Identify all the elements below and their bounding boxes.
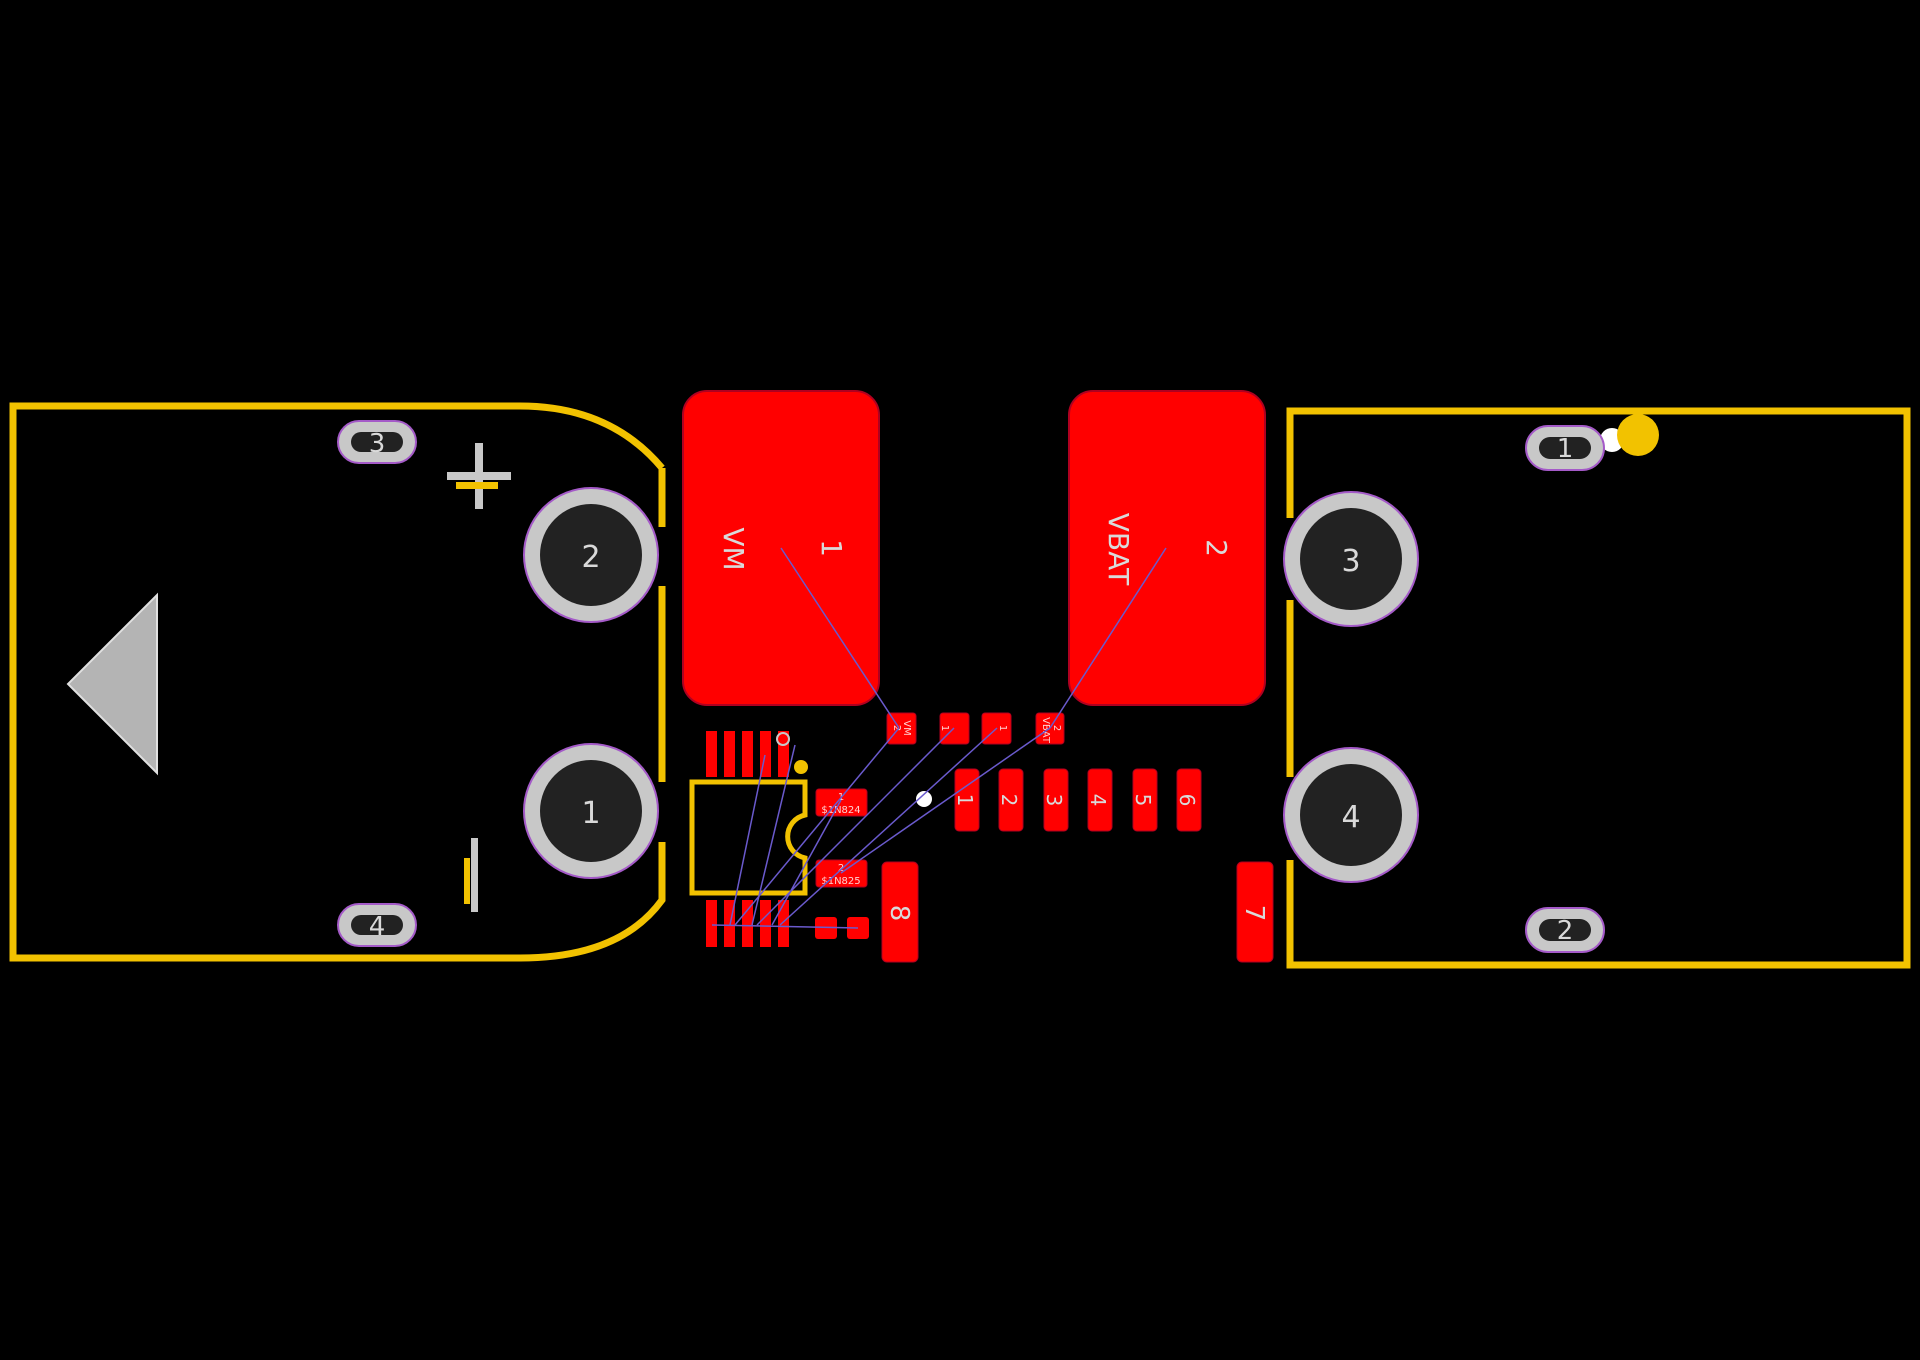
small-pad-b-number: 1 [997, 725, 1008, 731]
header-pin-1[interactable]: 1 [953, 768, 980, 832]
right-connector: 3 4 1 2 [1283, 407, 1911, 969]
left-slot-lower-label: 4 [369, 912, 386, 942]
header-pin-4-label: 4 [1086, 794, 1110, 807]
header-pin-5-label: 5 [1131, 794, 1155, 807]
right-slot-lower[interactable]: 2 [1525, 907, 1605, 953]
big-pad-vbat[interactable]: VBAT 2 [1068, 390, 1266, 706]
header-pin-2-label: 2 [997, 794, 1021, 807]
right-through-hole-upper-label: 3 [1341, 544, 1360, 579]
side-pad-8[interactable]: 8 [881, 861, 919, 963]
right-slot-upper[interactable]: 1 [1525, 425, 1605, 471]
left-through-hole-lower[interactable]: 1 [523, 743, 659, 879]
header-pin-4[interactable]: 4 [1086, 768, 1113, 832]
left-through-hole-upper-label: 2 [581, 540, 600, 575]
via[interactable] [916, 791, 932, 807]
small-pad-vbat-number: 2 [1051, 725, 1062, 731]
side-pad-7-label: 7 [1239, 905, 1269, 922]
insert-arrow-icon [66, 592, 158, 776]
ratsnest [711, 547, 1167, 929]
side-pad-7[interactable]: 7 [1236, 861, 1274, 963]
small-pad-vm-net: VM [901, 720, 912, 735]
header-pin-3[interactable]: 3 [1042, 768, 1069, 832]
ic-footprint [689, 731, 808, 947]
left-slot-upper[interactable]: 3 [337, 420, 417, 464]
header-pin-6[interactable]: 6 [1175, 768, 1202, 832]
plus-marker [447, 443, 511, 509]
header-pin-3-label: 3 [1042, 794, 1066, 807]
header-pin-6-label: 6 [1175, 794, 1199, 807]
pin1-marker [1600, 414, 1659, 456]
header-pin-2[interactable]: 2 [997, 768, 1024, 832]
right-through-hole-lower[interactable]: 4 [1283, 747, 1419, 883]
left-slot-upper-label: 3 [369, 429, 386, 459]
left-connector-outline [9, 402, 666, 962]
big-pad-vbat-number-label: 2 [1200, 539, 1233, 557]
big-pad-vbat-net-label: VBAT [1102, 513, 1135, 586]
left-slot-lower[interactable]: 4 [337, 903, 417, 947]
left-through-hole-upper[interactable]: 2 [523, 487, 659, 623]
right-slot-upper-label: 1 [1557, 434, 1574, 464]
resistor-pad-2-net: $1N825 [821, 876, 860, 887]
resistor-pad-1-net: $1N824 [821, 805, 860, 816]
small-pad-vm-number: 2 [891, 725, 902, 731]
header-pins: 1 2 3 4 5 6 [953, 768, 1202, 832]
small-pad-a-number: 1 [939, 725, 950, 731]
big-pad-vm-number-label: 1 [815, 539, 848, 557]
big-pad-vm-net-label: VM [717, 527, 750, 570]
right-slot-lower-label: 2 [1557, 916, 1574, 946]
right-through-hole-lower-label: 4 [1341, 800, 1360, 835]
left-through-hole-lower-label: 1 [581, 796, 600, 831]
header-pin-1-label: 1 [953, 794, 977, 807]
resistor-pad-1[interactable]: 1 $1N824 [815, 788, 868, 817]
minus-marker [464, 838, 478, 912]
right-through-hole-upper[interactable]: 3 [1283, 491, 1419, 627]
left-connector: 2 1 3 4 [9, 402, 666, 962]
right-connector-outline [1286, 407, 1911, 969]
resistor-pad-2-number: 2 [838, 863, 844, 874]
side-pad-8-label: 8 [884, 905, 914, 922]
header-pin-5[interactable]: 5 [1131, 768, 1158, 832]
